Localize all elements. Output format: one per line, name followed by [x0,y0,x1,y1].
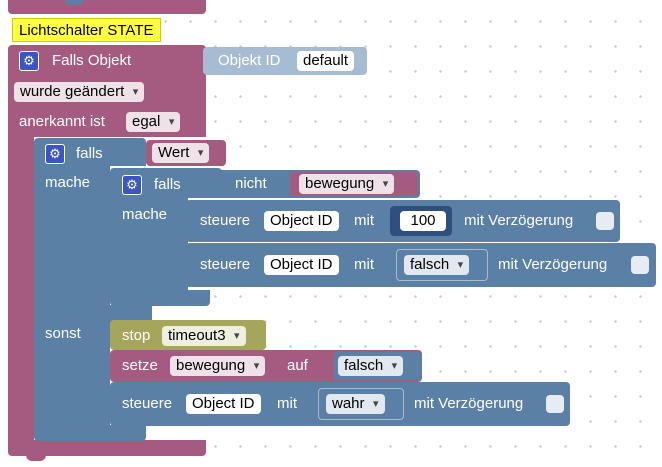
inner-if-block-spine [110,197,188,295]
if-block-spine-upper [34,165,110,323]
if-block-spine-lower [34,322,110,427]
ack-label: anerkannt ist [19,113,105,130]
control1-delay-checkbox[interactable] [596,212,614,230]
control1-label: steuere [200,212,251,229]
control2-object-id[interactable]: Object ID [264,255,339,275]
if-else-label: sonst [45,325,81,342]
if-do-label: mache [45,174,91,191]
not-label: nicht [235,175,267,192]
control3-delay-label: mit Verzögerung [414,395,524,412]
control3-delay-checkbox[interactable] [546,395,564,413]
if-block-else-arm [34,305,152,323]
control1-delay-label: mit Verzögerung [464,212,574,229]
ack-dropdown[interactable]: egal [126,112,181,132]
control1-object-id[interactable]: Object ID [264,211,339,231]
stop-label: stop [122,327,151,344]
object-id-label: Objekt ID [218,52,281,69]
control1-value-field[interactable]: 100 [400,211,446,231]
control3-object-id[interactable]: Object ID [186,394,261,414]
control2-label: steuere [200,256,251,273]
control2-delay-checkbox[interactable] [631,256,649,274]
control3-label: steuere [122,395,173,412]
previous-block-stub [8,0,206,14]
not-condition-dropdown[interactable]: bewegung [299,174,395,194]
control3-value-dropdown[interactable]: wahr [326,394,385,414]
event-dropdown[interactable]: wurde geändert [14,82,145,102]
inner-if-do-label: mache [122,206,168,223]
trigger-block-bottom-tab [26,454,46,461]
if-condition-dropdown[interactable]: Wert [152,143,210,163]
control3-with-label: mit [277,395,297,412]
if-gear-icon[interactable]: ⚙ [45,144,65,164]
control1-with-label: mit [354,212,374,229]
stop-timeout-dropdown[interactable]: timeout3 [162,326,246,346]
trigger-gear-icon[interactable]: ⚙ [19,51,39,71]
set-label: setze [122,357,158,374]
set-value-dropdown[interactable]: falsch [338,356,404,376]
if-block-footer [34,425,146,441]
inner-if-label: falls [154,176,181,193]
comment-label[interactable]: Lichtschalter STATE [12,18,161,42]
set-to-label: auf [287,357,308,374]
trigger-label: Falls Objekt [52,52,132,69]
object-id-field[interactable]: default [297,51,355,71]
set-variable-dropdown[interactable]: bewegung [170,356,266,376]
previous-block-connector [65,0,83,5]
inner-if-gear-icon[interactable]: ⚙ [122,175,142,195]
inner-if-block-footer [110,290,210,306]
trigger-block-spine [8,136,34,442]
if-label: falls [76,145,103,162]
trigger-block-footer [8,440,206,456]
control2-value-dropdown[interactable]: falsch [404,255,470,275]
control2-with-label: mit [354,256,374,273]
control2-delay-label: mit Verzögerung [498,256,608,273]
